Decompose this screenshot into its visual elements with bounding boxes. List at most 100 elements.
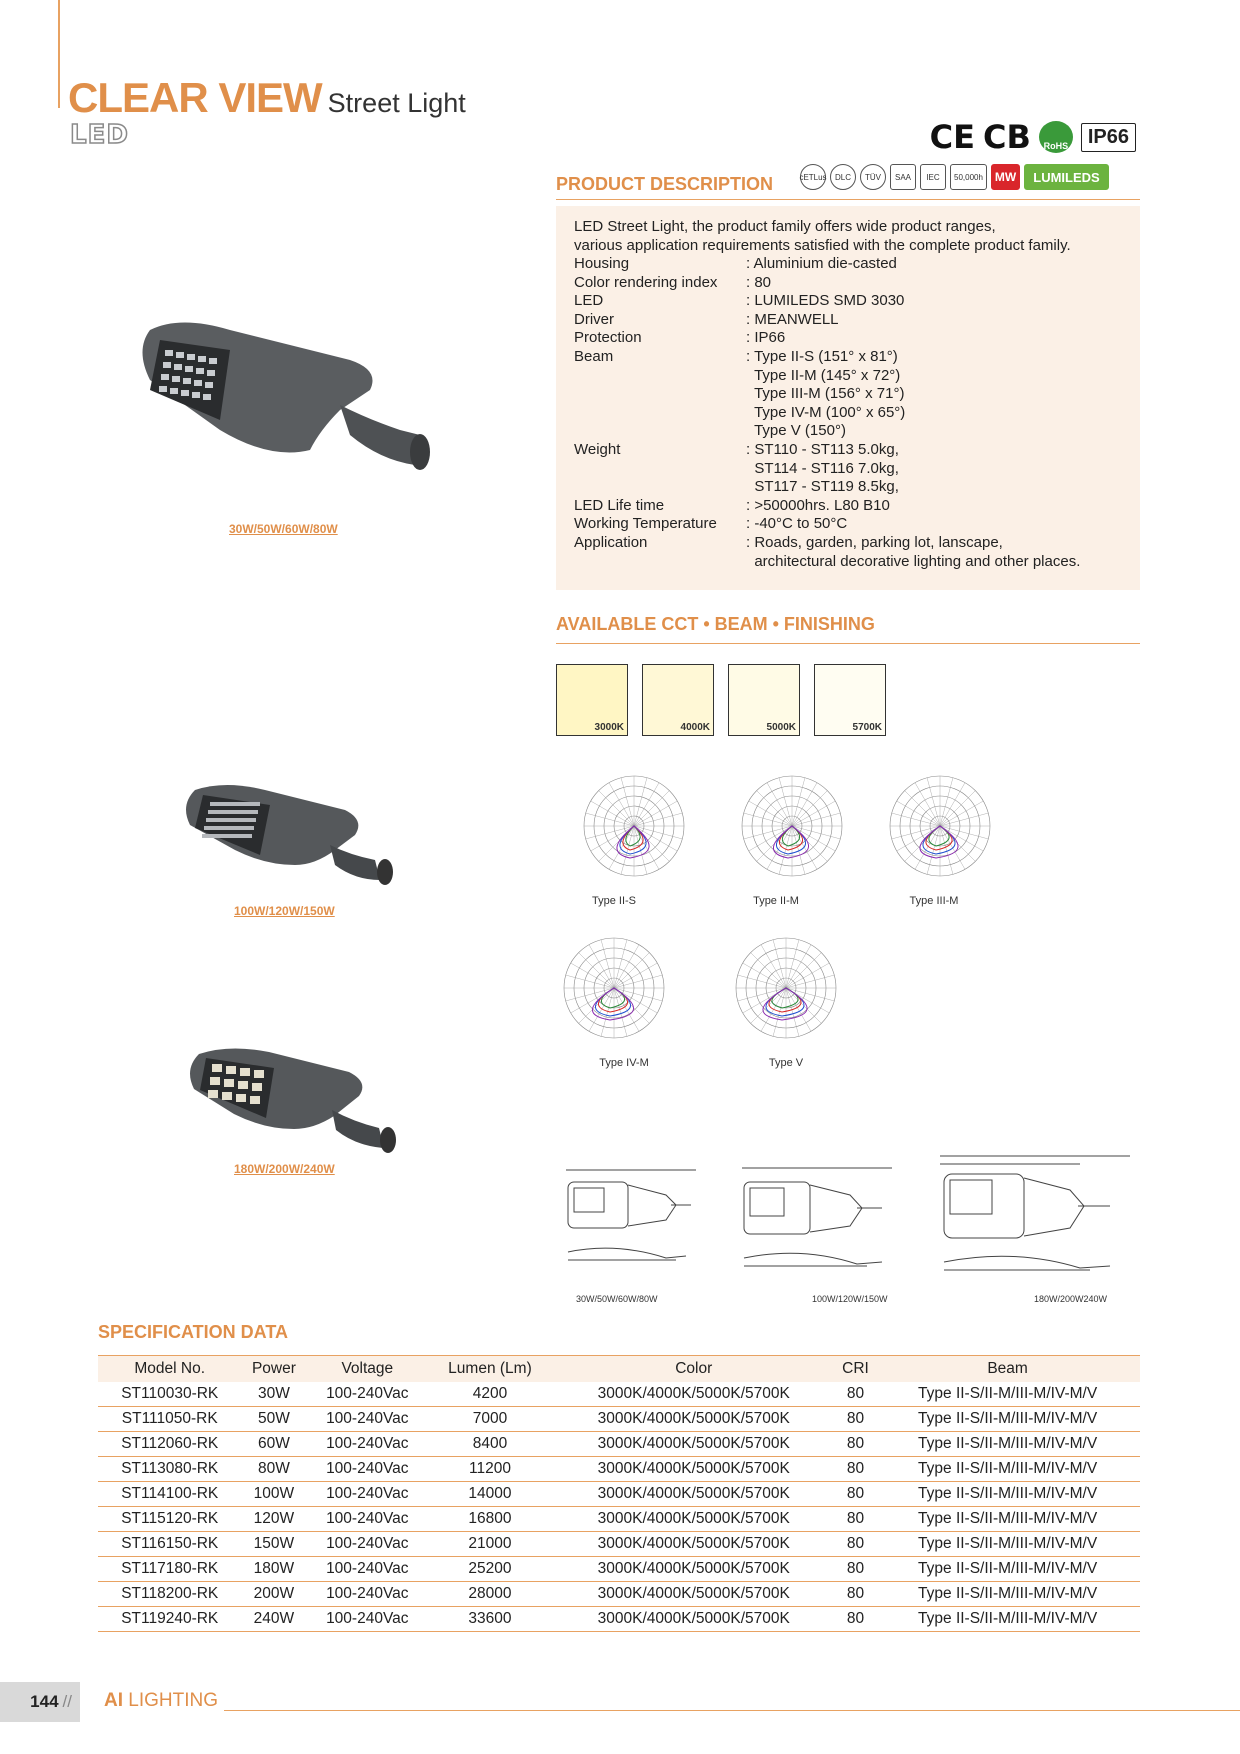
beam-label: Type III-M xyxy=(909,895,959,907)
description-row: Weight: ST110 - ST113 5.0kg, xyxy=(574,441,899,460)
table-cell: 80 xyxy=(835,1531,876,1557)
polar-grid-spoke xyxy=(613,939,628,989)
description-row: Housing: Aluminium die-casted xyxy=(574,255,897,274)
description-key: LED Life time xyxy=(574,496,665,514)
polar-grid-spoke xyxy=(772,987,787,1037)
dimension-drawing-small xyxy=(566,1169,696,1261)
column-header: Model No. xyxy=(98,1355,242,1382)
description-row: Color rendering index: 80 xyxy=(574,274,771,293)
polar-grid-spoke xyxy=(791,790,828,827)
description-row: Application: Roads, garden, parking lot,… xyxy=(574,534,1003,553)
description-row: Driver: MEANWELL xyxy=(574,311,839,330)
swatch-5700k: 5700K xyxy=(814,664,886,736)
table-cell: 100-240Vac xyxy=(306,1406,429,1432)
description-key xyxy=(574,478,746,497)
table-cell: Type II-S/II-M/III-M/IV-M/V xyxy=(875,1381,1140,1407)
section-rule xyxy=(556,643,1140,644)
polar-grid-spoke xyxy=(613,987,628,1037)
polar-distribution-curve xyxy=(773,825,809,859)
table-cell: 30W xyxy=(241,1381,307,1407)
description-key xyxy=(574,385,746,404)
rohs-leaf-icon: RoHS xyxy=(1038,121,1073,153)
description-key xyxy=(574,367,746,386)
description-value: : Aluminium die-casted xyxy=(746,255,897,272)
polar-grid-spoke xyxy=(743,825,793,840)
description-value: : LUMILEDS SMD 3030 xyxy=(746,292,905,310)
product-description-title: PRODUCT DESCRIPTION xyxy=(556,174,774,194)
polar-grid-spoke xyxy=(613,974,663,989)
table-cell: Type II-S/II-M/III-M/IV-M/V xyxy=(875,1556,1140,1582)
description-value: : IP66 xyxy=(746,329,786,347)
description-row: LED: LUMILEDS SMD 3030 xyxy=(574,292,904,311)
description-key: Protection xyxy=(574,329,642,347)
table-cell: 100-240Vac xyxy=(306,1456,429,1482)
polar-distribution-curve xyxy=(781,825,800,847)
polar-grid-spoke xyxy=(600,987,615,1037)
dimension-drawing-large xyxy=(940,1155,1130,1271)
table-cell: 120W xyxy=(241,1506,307,1532)
lamp-power-label: 100W/120W/150W xyxy=(234,904,335,918)
led-tag: LED xyxy=(69,119,129,151)
polar-distribution-curve xyxy=(765,987,805,1017)
polar-grid-spoke xyxy=(785,974,835,989)
polar-grid-spoke xyxy=(896,800,941,827)
section-rule xyxy=(556,199,1140,200)
table-cell: 11200 xyxy=(428,1456,552,1482)
table-cell: ST115120-RK xyxy=(98,1506,242,1532)
polar-grid-spoke xyxy=(896,825,941,852)
description-value: Type II-M (145° x 72°) xyxy=(746,366,901,384)
lamp-power-label: 30W/50W/60W/80W xyxy=(229,522,338,536)
polar-distribution-curve xyxy=(779,825,803,851)
polar-distribution-curve xyxy=(925,825,953,851)
polar-grid-spoke xyxy=(750,952,787,989)
table-cell: 240W xyxy=(241,1606,307,1632)
description-value: ST117 - ST119 8.5kg, xyxy=(746,478,899,496)
approval-badges: cETLus DLC TÜV SAA IEC 50,000h MW LUMILE… xyxy=(799,164,1109,190)
intro-line-2: various application requirements satisfi… xyxy=(574,236,1071,254)
polar-grid-spoke xyxy=(585,825,635,840)
table-cell: 80 xyxy=(835,1606,876,1632)
polar-grid-spoke xyxy=(633,825,683,840)
table-cell: 50W xyxy=(241,1406,307,1432)
table-cell: Type II-S/II-M/III-M/IV-M/V xyxy=(875,1506,1140,1532)
table-cell: 28000 xyxy=(428,1581,552,1607)
polar-grid-spoke xyxy=(633,825,678,852)
polar-grid-spoke xyxy=(939,825,954,875)
polar-grid-spoke xyxy=(891,825,941,840)
table-cell: ST111050-RK xyxy=(98,1406,242,1432)
description-value: ST114 - ST116 7.0kg, xyxy=(746,459,899,477)
table-cell: Type II-S/II-M/III-M/IV-M/V xyxy=(875,1531,1140,1557)
footer-brand: AI LIGHTING xyxy=(104,1690,218,1712)
polar-distribution-curve xyxy=(776,825,806,855)
table-cell: Type II-S/II-M/III-M/IV-M/V xyxy=(875,1406,1140,1432)
iec-icon: IEC xyxy=(920,164,946,190)
polar-grid-spoke xyxy=(778,777,793,827)
polar-grid-spoke xyxy=(791,825,806,875)
description-key: Beam xyxy=(574,348,614,365)
swatch-4000k: 4000K xyxy=(642,664,714,736)
brand-name: CLEAR VIEW xyxy=(68,74,323,121)
beam-label: Type II-M xyxy=(753,895,799,907)
polar-grid-spoke xyxy=(760,944,787,989)
dlc-icon: DLC xyxy=(830,164,856,190)
table-cell: 100-240Vac xyxy=(306,1481,429,1507)
polar-grid-spoke xyxy=(613,987,658,1014)
polar-grid-spoke xyxy=(926,777,941,827)
table-cell: 21000 xyxy=(428,1531,552,1557)
polar-distribution-curve xyxy=(919,825,959,859)
polar-grid-spoke xyxy=(785,939,800,989)
table-cell: 3000K/4000K/5000K/5700K xyxy=(551,1531,836,1557)
polar-distribution-curve xyxy=(592,987,634,1021)
description-key: Working Temperature xyxy=(574,515,717,533)
polar-grid-spoke xyxy=(598,790,635,827)
table-cell: 150W xyxy=(241,1531,307,1557)
polar-grid-spoke xyxy=(791,812,841,827)
table-cell: Type II-S/II-M/III-M/IV-M/V xyxy=(875,1431,1140,1457)
table-cell: 3000K/4000K/5000K/5700K xyxy=(551,1481,836,1507)
description-value: Type V (150°) xyxy=(746,422,846,440)
polar-grid-spoke xyxy=(737,987,787,1002)
